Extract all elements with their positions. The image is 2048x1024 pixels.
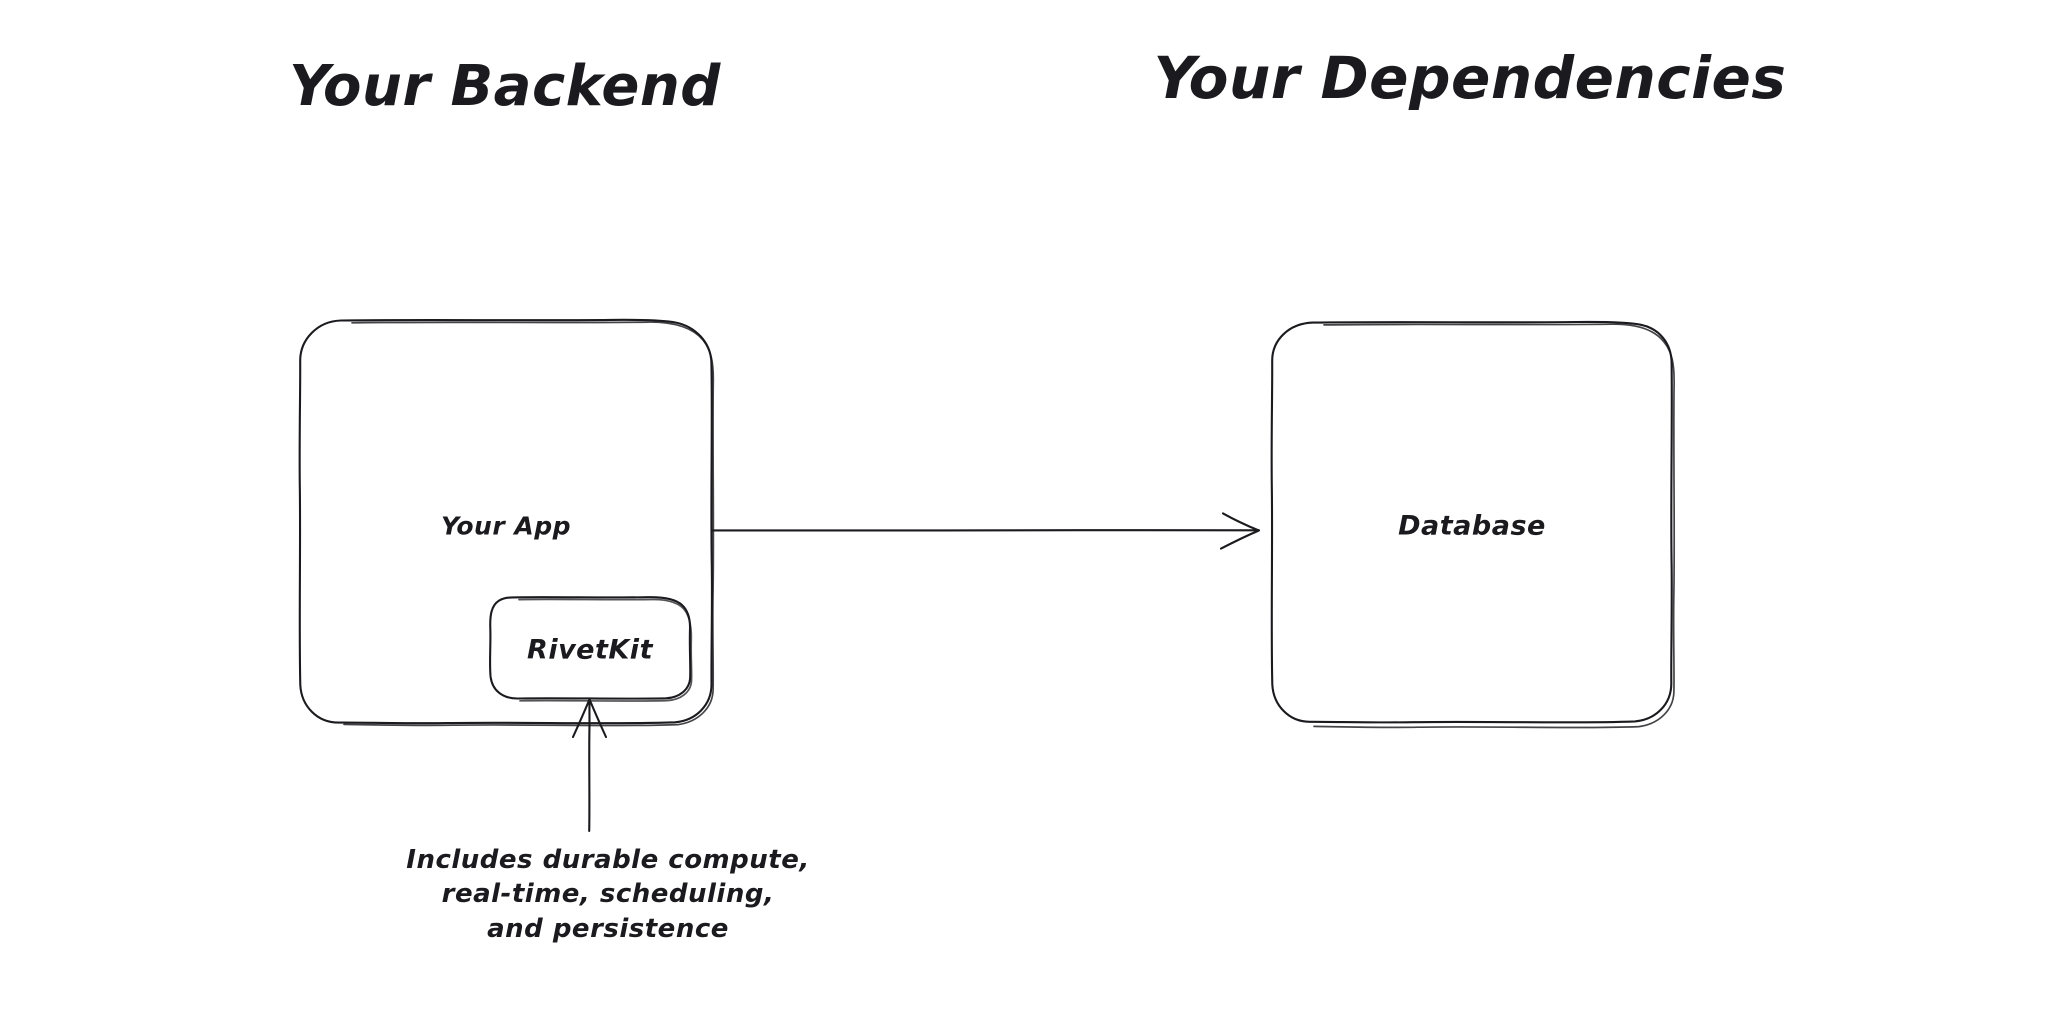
edge-caption-line-3: and persistence bbox=[487, 913, 729, 944]
group-title-your-dependencies: Your Dependencies bbox=[1153, 44, 1787, 112]
edge-caption-line-1: Includes durable compute, bbox=[406, 845, 810, 875]
edge-caption-to-rivetkit[interactable] bbox=[571, 698, 608, 833]
group-title-your-backend: Your Backend bbox=[289, 54, 721, 119]
node-database-shape[interactable] bbox=[1270, 320, 1676, 729]
node-rivetkit-shape[interactable] bbox=[488, 596, 693, 702]
edge-caption-line-2: real-time, scheduling, bbox=[441, 879, 775, 910]
node-label-rivetkit: RivetKit bbox=[527, 634, 653, 666]
node-label-your-app: Your App bbox=[440, 511, 572, 541]
edge-caption: Includes durable compute, real-time, sch… bbox=[406, 843, 809, 946]
edge-app-to-database[interactable] bbox=[711, 512, 1261, 550]
node-label-database: Database bbox=[1398, 510, 1546, 542]
